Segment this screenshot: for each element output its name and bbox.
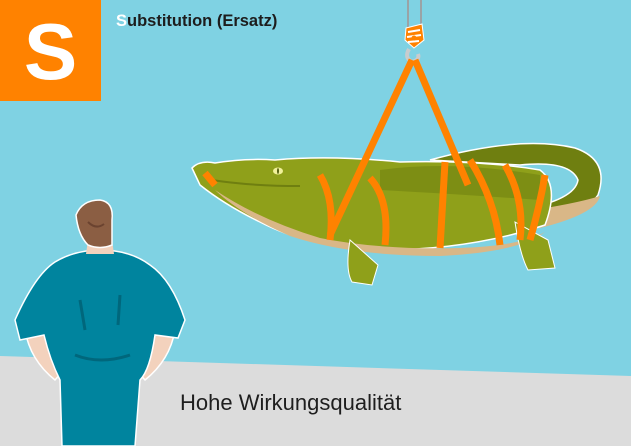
category-badge: S bbox=[0, 0, 101, 101]
page-title: Substitution (Ersatz) bbox=[116, 12, 277, 31]
title-rest: ubstitution (Ersatz) bbox=[127, 12, 278, 30]
badge-letter: S bbox=[23, 6, 78, 96]
title-initial: S bbox=[116, 12, 128, 30]
caption: Hohe Wirkungsqualität bbox=[180, 390, 402, 415]
